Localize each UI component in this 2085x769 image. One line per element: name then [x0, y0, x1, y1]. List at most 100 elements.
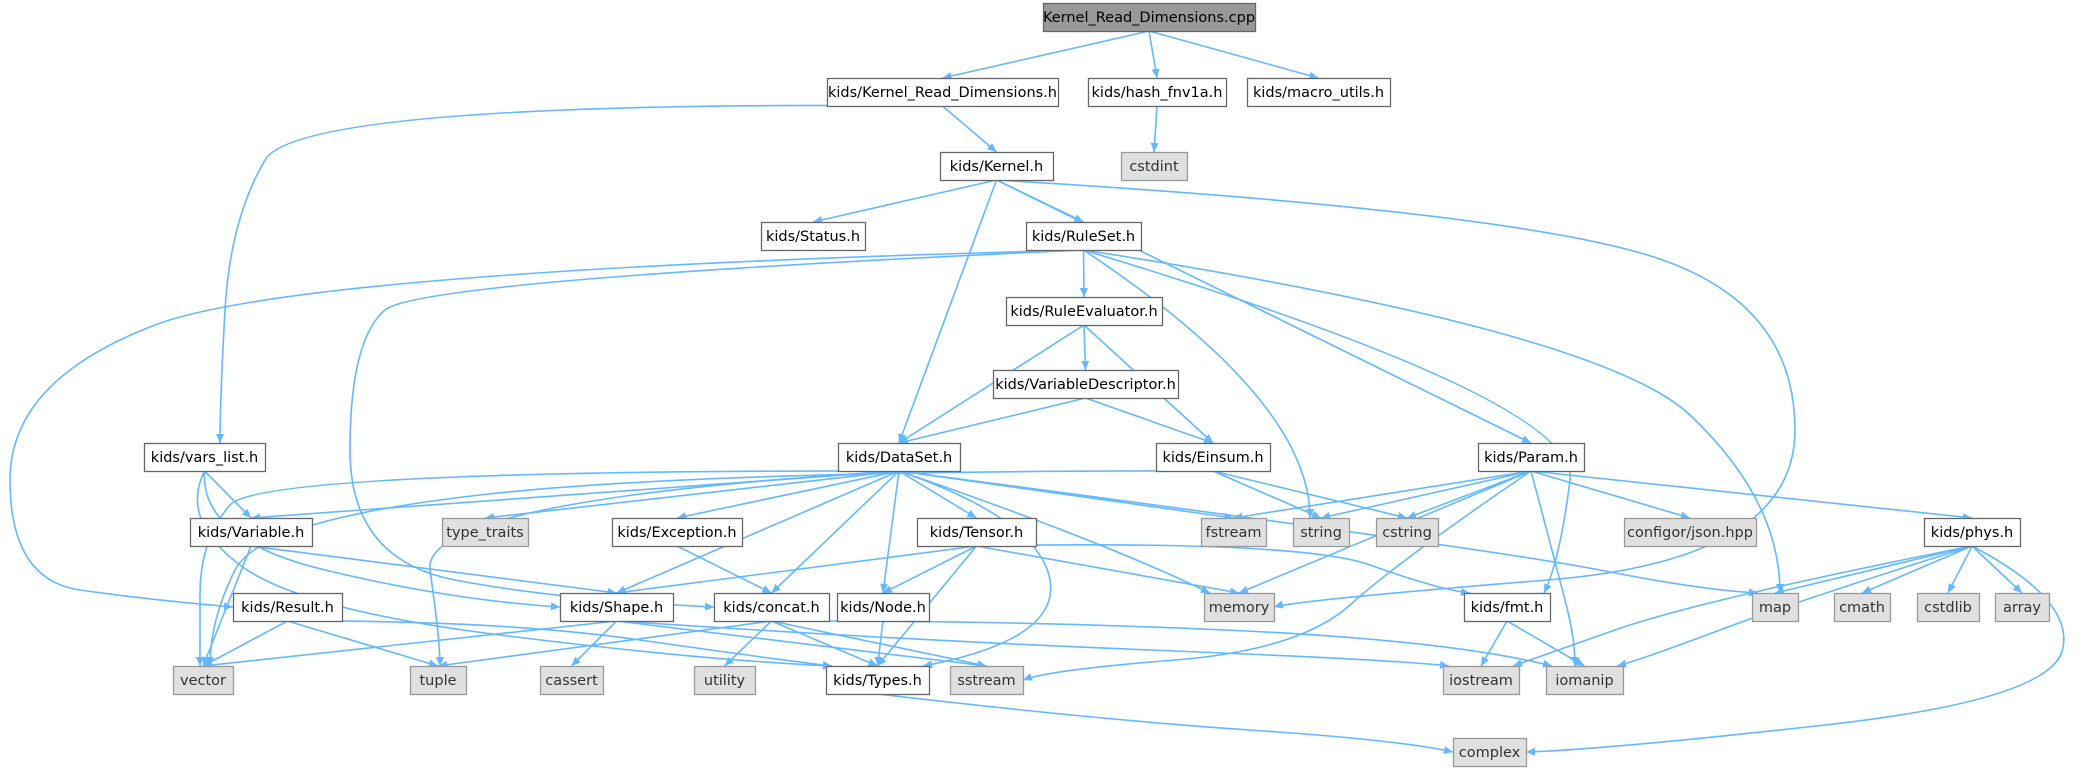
arrowhead-icon	[1203, 436, 1213, 444]
node-kids-dataset-h[interactable]: kids/DataSet.h	[837, 442, 962, 473]
node-label: kids/Types.h	[833, 673, 922, 689]
edge-line	[616, 545, 977, 594]
edge-line	[898, 470, 1052, 667]
edge-line	[287, 620, 833, 667]
node-complex: complex	[1452, 737, 1528, 768]
node-box	[826, 77, 1060, 108]
edge-line	[771, 620, 987, 667]
edge-line	[898, 470, 1759, 594]
node-label: string	[1300, 525, 1342, 541]
edge-line	[9, 249, 1084, 608]
edge-krd-h-to-kernel	[941, 105, 998, 153]
node-box	[1923, 517, 2022, 548]
edge-line	[203, 470, 252, 519]
arrowhead-icon	[1073, 214, 1084, 222]
edge-line	[941, 105, 998, 153]
node-kids-kernel-h[interactable]: kids/Kernel.h	[939, 151, 1055, 182]
edge-line	[196, 470, 833, 667]
node-kids-fmt-h[interactable]: kids/fmt.h	[1463, 592, 1552, 623]
edge-dataset-to-concat	[770, 470, 900, 594]
edge-line	[199, 470, 900, 666]
node-label: configor/json.hpp	[1627, 525, 1753, 541]
node-kids-variabledescriptor-h[interactable]: kids/VariableDescriptor.h	[992, 369, 1180, 400]
arrowhead-icon	[1542, 659, 1552, 668]
node-label: kids/Shape.h	[570, 600, 663, 616]
node-label: kids/Exception.h	[617, 525, 736, 541]
node-cmath: cmath	[1833, 592, 1892, 623]
edge-line	[1512, 545, 1973, 667]
arrowhead-icon	[1439, 660, 1449, 669]
node-kids-einsum-h[interactable]: kids/Einsum.h	[1155, 442, 1272, 473]
node-kernel-read-dimensions-cpp[interactable]: Kernel_Read_Dimensions.cpp	[1042, 2, 1257, 33]
edge-einsum-to-string	[1212, 470, 1322, 519]
edge-line	[1971, 545, 2023, 594]
node-kids-vars-list-h[interactable]: kids/vars_list.h	[143, 442, 267, 473]
edge-line	[976, 545, 1240, 594]
edge-variable-to-shape	[250, 545, 617, 596]
node-kids-macro-utils-h[interactable]: kids/macro_utils.h	[1246, 77, 1392, 108]
node-label: kids/RuleSet.h	[1032, 229, 1135, 245]
node-kids-shape-h[interactable]: kids/Shape.h	[559, 592, 675, 623]
node-box	[949, 665, 1025, 696]
edge-line	[219, 104, 943, 444]
edge-einsum-to-cstring	[1212, 470, 1408, 520]
node-kids-ruleevaluator-h[interactable]: kids/RuleEvaluator.h	[1005, 296, 1164, 327]
edge-phys-to-complex	[1525, 545, 2065, 756]
edge-line	[1212, 470, 1322, 519]
arrowhead-icon	[883, 585, 893, 593]
edge-line	[877, 693, 1454, 753]
node-box	[1203, 592, 1276, 623]
arrowhead-icon	[1481, 656, 1489, 666]
edge-line	[1083, 249, 1311, 519]
arrowhead-icon	[1680, 511, 1690, 520]
node-kids-types-h[interactable]: kids/Types.h	[825, 665, 931, 696]
edge-root-to-hash	[1148, 30, 1160, 79]
node-kids-param-h[interactable]: kids/Param.h	[1477, 442, 1586, 473]
edge-ruleset-to-ruleeval	[1079, 249, 1088, 298]
edge-line	[676, 545, 772, 594]
node-kids-variable-h[interactable]: kids/Variable.h	[189, 517, 314, 548]
node-kids-result-h[interactable]: kids/Result.h	[232, 592, 344, 623]
arrowhead-icon	[704, 602, 714, 611]
node-kids-ruleset-h[interactable]: kids/RuleSet.h	[1025, 221, 1143, 252]
edge-varslist-to-shape	[203, 470, 561, 611]
edge-line	[996, 179, 1796, 608]
edge-concat-to-tuple	[437, 620, 772, 669]
node-kids-status-h[interactable]: kids/Status.h	[760, 221, 867, 252]
node-box	[1623, 517, 1758, 548]
edge-line	[1212, 470, 1408, 519]
node-box	[916, 517, 1038, 548]
edge-line	[1320, 470, 1532, 519]
edge-tensor-to-shape	[616, 545, 977, 596]
edge-line	[202, 545, 252, 667]
arrowhead-icon	[899, 437, 909, 445]
edge-line	[1616, 545, 1973, 667]
arrowhead-icon	[1521, 435, 1531, 443]
node-label: type_traits	[446, 525, 523, 541]
node-label: kids/hash_fnv1a.h	[1092, 85, 1223, 101]
edge-dataset-to-tensor	[898, 470, 977, 519]
arrowhead-icon	[202, 656, 211, 666]
node-kids-hash-fnv1a-h[interactable]: kids/hash_fnv1a.h	[1087, 77, 1228, 108]
arrowhead-icon	[1200, 585, 1210, 593]
node-box	[1545, 665, 1625, 696]
arrowhead-icon	[1443, 746, 1453, 754]
arrowhead-icon	[874, 656, 883, 666]
node-array: array	[1994, 592, 2051, 623]
node-kids-concat-h[interactable]: kids/concat.h	[713, 592, 831, 623]
arrowhead-icon	[1311, 510, 1321, 519]
node-kids-exception-h[interactable]: kids/Exception.h	[611, 517, 744, 548]
node-kids-kernel-read-dimensions-h[interactable]: kids/Kernel_Read_Dimensions.h	[826, 77, 1060, 108]
node-label: kids/Status.h	[766, 229, 860, 245]
node-box	[1120, 151, 1189, 182]
edge-line	[202, 620, 617, 667]
node-vector: vector	[172, 665, 235, 696]
edge-kernel-to-memory	[996, 179, 1796, 609]
node-kids-tensor-h[interactable]: kids/Tensor.h	[916, 517, 1038, 548]
edge-line	[771, 620, 878, 667]
edge-line	[882, 470, 900, 594]
node-label: kids/fmt.h	[1471, 600, 1544, 616]
arrowhead-icon	[1407, 511, 1417, 519]
node-kids-node-h[interactable]: kids/Node.h	[836, 592, 931, 623]
node-kids-phys-h[interactable]: kids/phys.h	[1923, 517, 2022, 548]
